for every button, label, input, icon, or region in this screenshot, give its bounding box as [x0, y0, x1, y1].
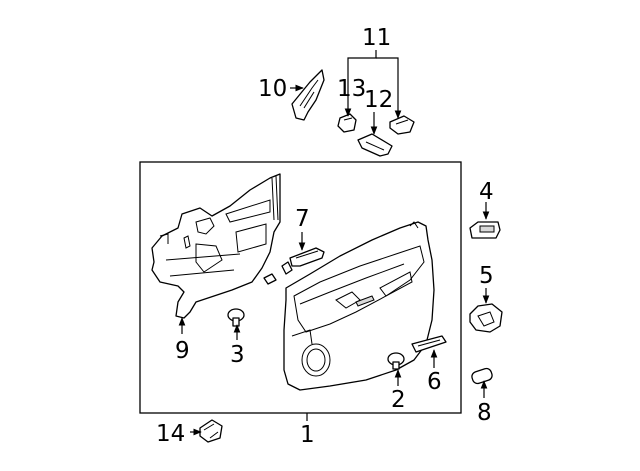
part-14-clip [199, 419, 223, 443]
assembly-frame [139, 161, 462, 414]
part-2-clip [387, 352, 405, 370]
leader-11-left [344, 50, 377, 117]
part-13-switch [337, 113, 357, 133]
part-5-handle-bezel [469, 303, 503, 333]
callout-7: 7 [295, 206, 310, 232]
callout-9: 9 [175, 338, 190, 364]
part-8-plug [471, 367, 493, 385]
part-4-bezel [469, 221, 501, 239]
callout-3: 3 [230, 342, 245, 368]
callout-6: 6 [427, 369, 442, 395]
part-10-mirror-cover [291, 69, 325, 121]
callout-1: 1 [300, 422, 315, 448]
callout-12: 12 [364, 87, 393, 113]
part-3-clip [227, 308, 245, 327]
clip-fastener [263, 273, 277, 285]
part-11-switch [389, 115, 415, 135]
callout-11: 11 [362, 25, 391, 51]
part-12-switch-panel [357, 133, 393, 157]
part-6-cover [411, 335, 447, 353]
part-1-door-trim-panel [283, 221, 435, 391]
callout-13: 13 [337, 76, 366, 102]
callout-14: 14 [156, 421, 185, 447]
leader-11-right [376, 57, 402, 119]
part-9-inner-panel [151, 173, 281, 319]
part-7-bracket [281, 247, 325, 275]
callout-8: 8 [477, 400, 492, 426]
callout-5: 5 [479, 263, 494, 289]
callout-4: 4 [479, 179, 494, 205]
callout-2: 2 [391, 387, 406, 413]
callout-10: 10 [258, 76, 287, 102]
